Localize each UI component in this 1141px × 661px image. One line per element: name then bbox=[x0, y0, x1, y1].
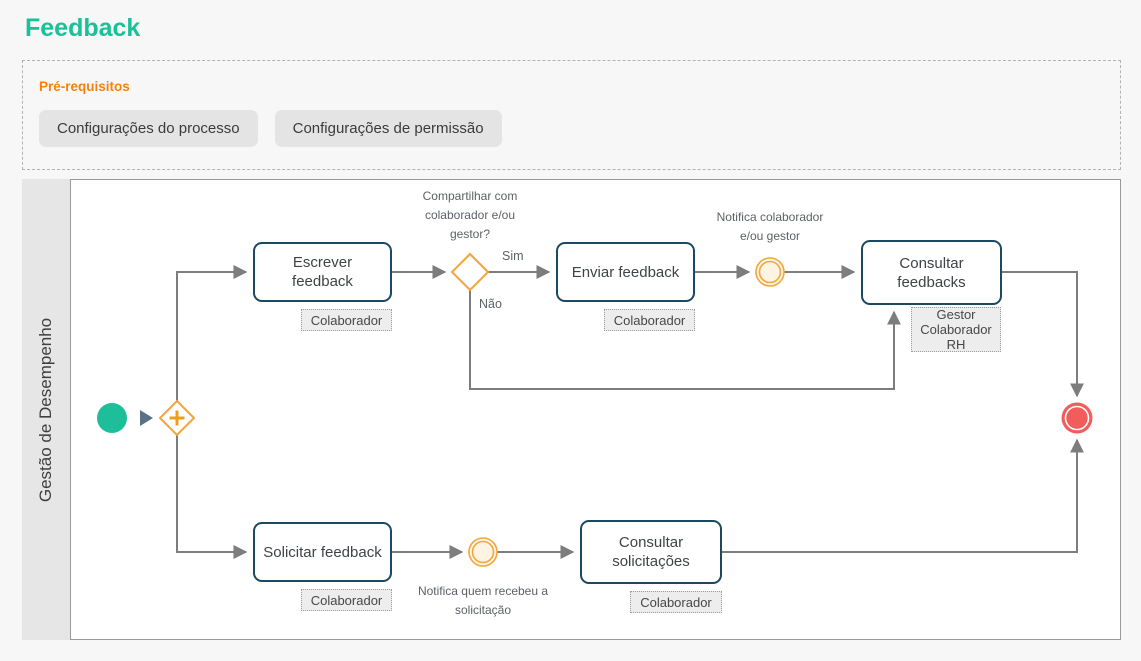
permission-settings-button[interactable]: Configurações de permissão bbox=[274, 110, 502, 147]
flow-nao bbox=[469, 290, 901, 390]
prerequisites-panel: Pré-requisitos Configurações do processo… bbox=[22, 60, 1121, 170]
role-tag-solicitar: Colaborador bbox=[301, 589, 392, 611]
task-consultar-solicitacoes: Consultar solicitações bbox=[580, 520, 722, 584]
role-tag-consultar-feedbacks: Gestor Colaborador RH bbox=[911, 307, 1001, 352]
notify-event-top-icon bbox=[755, 257, 785, 287]
start-event-icon bbox=[97, 403, 127, 433]
exclusive-gateway-icon bbox=[450, 252, 490, 292]
lane-strip: Gestão de Desempenho bbox=[22, 179, 70, 640]
task-escrever-feedback: Escrever feedback bbox=[253, 242, 392, 302]
flow-gateway-to-solicitar bbox=[176, 418, 248, 559]
play-marker-icon bbox=[140, 410, 153, 426]
prerequisites-heading: Pré-requisitos bbox=[39, 79, 130, 94]
flow-consultar-feedbacks-to-end bbox=[1002, 271, 1084, 398]
gateway-question-label: Compartilhar com colaborador e/ou gestor… bbox=[422, 189, 518, 241]
notify-bottom-label: Notifica quem recebeu a solicitação bbox=[417, 584, 549, 617]
end-event-icon bbox=[1061, 402, 1093, 434]
flow-consultar-solicitacoes-to-end bbox=[722, 438, 1084, 553]
notify-event-bottom-icon bbox=[468, 537, 498, 567]
prerequisites-button-row: Configurações do processo Configurações … bbox=[39, 110, 502, 147]
bpmn-diagram: Gestão de Desempenho bbox=[22, 179, 1121, 640]
notify-top-label: Notifica colaborador e/ou gestor bbox=[716, 210, 824, 243]
task-consultar-feedbacks: Consultar feedbacks bbox=[861, 240, 1002, 305]
role-tag-consultar-solicitacoes: Colaborador bbox=[630, 591, 722, 613]
flow-connectors bbox=[97, 252, 1093, 567]
role-tag-enviar: Colaborador bbox=[604, 309, 695, 331]
nao-label: Não bbox=[479, 297, 502, 311]
process-settings-button[interactable]: Configurações do processo bbox=[39, 110, 258, 147]
page-title: Feedback bbox=[25, 14, 141, 42]
task-solicitar-feedback: Solicitar feedback bbox=[253, 522, 392, 582]
sim-label: Sim bbox=[502, 249, 524, 263]
task-enviar-feedback: Enviar feedback bbox=[556, 242, 695, 302]
flow-gateway-to-escrever bbox=[176, 265, 248, 418]
role-tag-escrever: Colaborador bbox=[301, 309, 392, 331]
